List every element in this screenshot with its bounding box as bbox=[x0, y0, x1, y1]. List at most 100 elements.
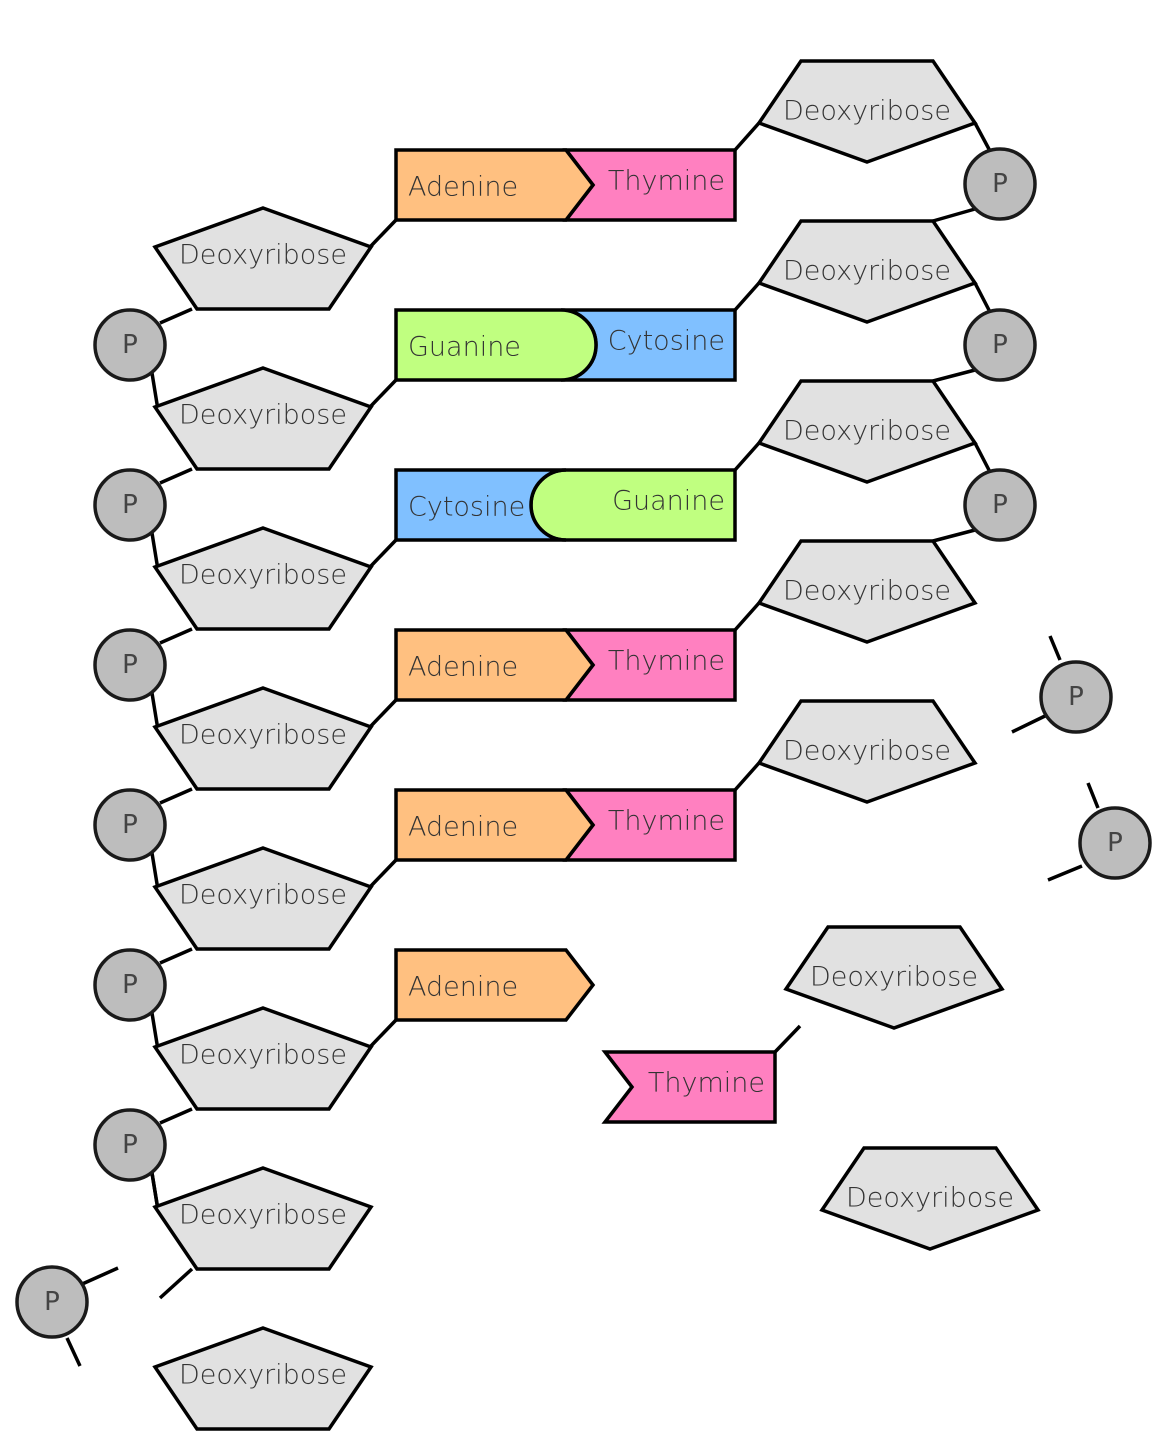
base-pair-5-adenine bbox=[394, 788, 596, 862]
backbone-bond bbox=[159, 1107, 193, 1125]
loose-phosphate-left bbox=[15, 1265, 89, 1339]
right-sugar-4-label: Deoxyribose bbox=[783, 576, 951, 607]
right-phosphate-1 bbox=[963, 147, 1037, 221]
loose-bond bbox=[1086, 782, 1100, 809]
left-sugar-5-label: Deoxyribose bbox=[179, 880, 347, 911]
left-sugar-4 bbox=[152, 686, 374, 791]
left-phosphate-4 bbox=[93, 788, 167, 862]
sugar-base-bond bbox=[733, 281, 761, 312]
left-sugar-4-label: Deoxyribose bbox=[179, 720, 347, 751]
backbone-bond bbox=[159, 947, 193, 965]
left-sugar-6 bbox=[152, 1006, 374, 1111]
right-sugar-3-label: Deoxyribose bbox=[783, 416, 951, 447]
left-sugar-2-label: Deoxyribose bbox=[179, 400, 347, 431]
sugar-base-bond bbox=[368, 858, 398, 889]
right-phosphate-2 bbox=[963, 308, 1037, 382]
sugar-base-bond bbox=[733, 601, 761, 632]
loose-thymine-label: Thymine bbox=[648, 1068, 765, 1099]
left-phosphate-1-label: P bbox=[122, 330, 138, 360]
loose-phosphate-right-2-label: P bbox=[1107, 828, 1123, 858]
backbone-bond bbox=[159, 467, 193, 485]
base-pair-2-cytosine-label: Cytosine bbox=[608, 326, 725, 357]
base-pair-3-guanine-label: Guanine bbox=[612, 486, 725, 517]
sugar-base-bond bbox=[733, 441, 761, 472]
left-sugar-7 bbox=[152, 1166, 374, 1271]
base-pair-4-thymine-label: Thymine bbox=[608, 646, 725, 677]
left-phosphate-4-label: P bbox=[122, 810, 138, 840]
base-pair-1-adenine-label: Adenine bbox=[408, 172, 518, 203]
unpaired-adenine bbox=[394, 948, 596, 1022]
right-phosphate-1-label: P bbox=[992, 169, 1008, 199]
left-sugar-8 bbox=[152, 1326, 374, 1431]
loose-bond bbox=[773, 1024, 802, 1054]
left-phosphate-6-label: P bbox=[122, 1130, 138, 1160]
loose-thymine bbox=[601, 1050, 777, 1124]
loose-phosphate-right-2 bbox=[1078, 806, 1152, 880]
loose-sugar-1 bbox=[783, 925, 1005, 1030]
right-phosphate-3-label: P bbox=[992, 490, 1008, 520]
loose-sugar-2-label: Deoxyribose bbox=[846, 1183, 1014, 1214]
base-pair-4-adenine-label: Adenine bbox=[408, 652, 518, 683]
base-pair-2-guanine bbox=[394, 308, 598, 382]
bond-layer bbox=[65, 121, 1100, 1367]
left-sugar-6-label: Deoxyribose bbox=[179, 1040, 347, 1071]
sugar-base-bond bbox=[733, 761, 761, 792]
base-pair-3-cytosine bbox=[394, 468, 567, 542]
base-pair-1-thymine-label: Thymine bbox=[608, 166, 725, 197]
left-phosphate-3-label: P bbox=[122, 650, 138, 680]
backbone-bond bbox=[932, 207, 976, 223]
loose-sugar-2 bbox=[819, 1146, 1041, 1251]
right-sugar-1-label: Deoxyribose bbox=[783, 96, 951, 127]
backbone-bond bbox=[159, 627, 193, 645]
left-phosphate-5-label: P bbox=[122, 970, 138, 1000]
loose-bond bbox=[79, 1266, 119, 1287]
right-phosphate-3 bbox=[963, 468, 1037, 542]
unpaired-adenine-label: Adenine bbox=[408, 972, 518, 1003]
right-phosphate-2-label: P bbox=[992, 330, 1008, 360]
left-sugar-7-label: Deoxyribose bbox=[179, 1200, 347, 1231]
loose-phosphate-right-1 bbox=[1039, 660, 1113, 734]
right-sugar-1 bbox=[756, 59, 978, 164]
left-sugar-8-label: Deoxyribose bbox=[179, 1360, 347, 1391]
sugar-base-bond bbox=[368, 538, 398, 569]
loose-bond bbox=[1011, 714, 1046, 734]
left-sugar-1-label: Deoxyribose bbox=[179, 240, 347, 271]
right-sugar-4 bbox=[756, 539, 978, 644]
left-sugar-3 bbox=[152, 526, 374, 631]
left-sugar-2 bbox=[152, 366, 374, 471]
right-sugar-2-label: Deoxyribose bbox=[783, 256, 951, 287]
backbone-bond bbox=[973, 122, 992, 152]
left-phosphate-1 bbox=[93, 308, 167, 382]
base-pair-5-adenine-label: Adenine bbox=[408, 812, 518, 843]
right-sugar-2 bbox=[756, 219, 978, 324]
sugar-base-bond bbox=[368, 1018, 398, 1049]
right-sugar-5-label: Deoxyribose bbox=[783, 736, 951, 767]
backbone-bond bbox=[159, 787, 193, 805]
left-phosphate-6 bbox=[93, 1108, 167, 1182]
loose-bond bbox=[65, 1337, 82, 1367]
base-pair-4-adenine bbox=[394, 628, 596, 702]
loose-sugar-1-label: Deoxyribose bbox=[810, 962, 978, 993]
backbone-bond bbox=[973, 282, 992, 313]
backbone-bond bbox=[158, 1267, 194, 1300]
backbone-bond bbox=[159, 307, 193, 325]
backbone-bond bbox=[932, 528, 976, 543]
left-phosphate-2-label: P bbox=[122, 490, 138, 520]
left-sugar-3-label: Deoxyribose bbox=[179, 560, 347, 591]
sugar-base-bond bbox=[733, 121, 761, 152]
backbone-bond bbox=[150, 372, 160, 411]
sugar-base-bond bbox=[368, 698, 398, 729]
loose-phosphate-right-1-label: P bbox=[1068, 682, 1084, 712]
backbone-bond bbox=[150, 1012, 160, 1051]
backbone-bond bbox=[932, 368, 976, 383]
backbone-bond bbox=[150, 532, 160, 571]
base-pair-5-thymine-label: Thymine bbox=[608, 806, 725, 837]
right-sugar-3 bbox=[756, 379, 978, 484]
sugar-base-bond bbox=[368, 378, 398, 409]
left-sugar-5 bbox=[152, 846, 374, 951]
right-sugar-5 bbox=[756, 699, 978, 804]
base-pair-3-cytosine-label: Cytosine bbox=[408, 492, 525, 523]
left-phosphate-2 bbox=[93, 468, 167, 542]
loose-bond bbox=[1048, 635, 1062, 661]
